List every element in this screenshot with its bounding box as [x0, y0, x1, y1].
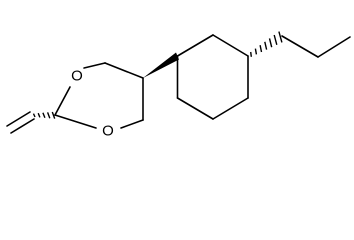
bond-c4-o3 [120, 119, 144, 129]
atom-o3-label: O [102, 123, 114, 140]
wedge-stereo-bond-c5-cyclohexyl [143, 52, 179, 78]
hashed-stereo-bond-c2-vinyl [32, 111, 56, 119]
bond-o3-c2 [54, 114, 97, 129]
atom-o1-label: O [71, 68, 83, 85]
bond-o1-c6 [83, 62, 106, 69]
vinyl-double-bond [6, 111, 35, 134]
propyl-chain [281, 35, 351, 58]
atom-o3: O [102, 123, 114, 140]
dioxane-ring [54, 62, 144, 129]
atom-o1: O [71, 68, 83, 85]
cyclohexane-ring [176, 34, 249, 120]
bond-c6-c5 [104, 62, 144, 79]
hashed-stereo-bond-cyclohexyl-propyl [250, 31, 283, 57]
molecule-structure-diagram: O O [6, 31, 351, 140]
bond-c2-o1 [54, 86, 71, 116]
